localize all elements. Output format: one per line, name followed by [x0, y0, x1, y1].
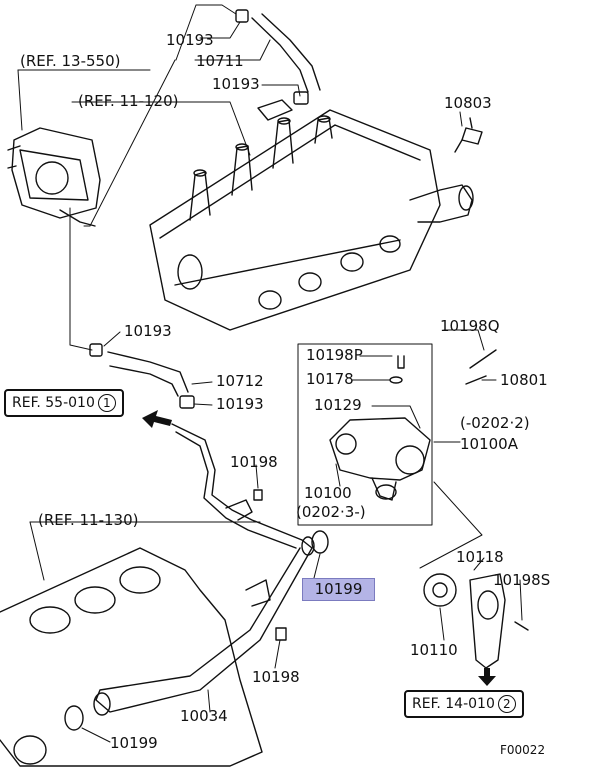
- label-10100: 10100: [304, 484, 352, 502]
- label-10801: 10801: [500, 371, 548, 389]
- label-10198-mid: 10198: [230, 453, 278, 471]
- label-10198-low: 10198: [252, 668, 300, 686]
- hose-10711-drawing: [235, 9, 321, 121]
- ref-box-14-010-text: REF. 14-010: [412, 696, 495, 712]
- throttle-body-drawing: [7, 127, 101, 227]
- label-10711: 10711: [196, 52, 244, 70]
- label-10193-mid: 10193: [212, 75, 260, 93]
- cylinder-block-drawing: [0, 547, 263, 767]
- label-10034: 10034: [180, 707, 228, 725]
- label-10178: 10178: [306, 370, 354, 388]
- gasket-ring-lower: [64, 705, 84, 731]
- bolt-drawings: [253, 349, 529, 641]
- arrows: [142, 410, 496, 686]
- label-10193-lower: 10193: [216, 395, 264, 413]
- label-10100a: 10100A: [460, 435, 518, 453]
- water-pipe-drawing: [93, 423, 315, 716]
- ref-box-55-010-text: REF. 55-010: [12, 395, 95, 411]
- label-10198p: 10198P: [306, 346, 363, 364]
- label-10712: 10712: [216, 372, 264, 390]
- label-10118: 10118: [456, 548, 504, 566]
- label-10193-left: 10193: [124, 322, 172, 340]
- ref-11-130: (REF. 11-130): [38, 511, 139, 529]
- label-10129: 10129: [314, 396, 362, 414]
- label-10198q: 10198Q: [440, 317, 500, 335]
- ref-11-120: (REF. 11-120): [78, 92, 179, 110]
- cylinder-head-drawing: [149, 109, 474, 331]
- figure-code: F00022: [500, 743, 546, 757]
- ref-box-55-010-circle: 1: [97, 394, 116, 412]
- ref-box-14-010-circle: 2: [497, 695, 516, 713]
- thermostat-housing-drawing: [329, 355, 431, 501]
- note-upto-0202-2: (-0202·2): [460, 414, 530, 432]
- label-10193-top: 10193: [166, 31, 214, 49]
- gasket-ring-upper: [311, 530, 329, 554]
- note-from-0202-3: (0202·3-): [296, 503, 366, 521]
- ref-13-550: (REF. 13-550): [20, 52, 121, 70]
- detail-box: [297, 343, 433, 526]
- highlighted-part-10199[interactable]: 10199: [302, 578, 375, 601]
- hose-10712-drawing: [89, 343, 195, 409]
- label-10198s: 10198S: [493, 571, 551, 589]
- label-10803: 10803: [444, 94, 492, 112]
- label-10199-low: 10199: [110, 734, 158, 752]
- sensor-10803-drawing: [454, 117, 483, 153]
- leader-lines: [17, 4, 523, 743]
- label-10110: 10110: [410, 641, 458, 659]
- thermostat-drawing: [423, 573, 506, 669]
- highlighted-part-label: 10199: [314, 580, 363, 598]
